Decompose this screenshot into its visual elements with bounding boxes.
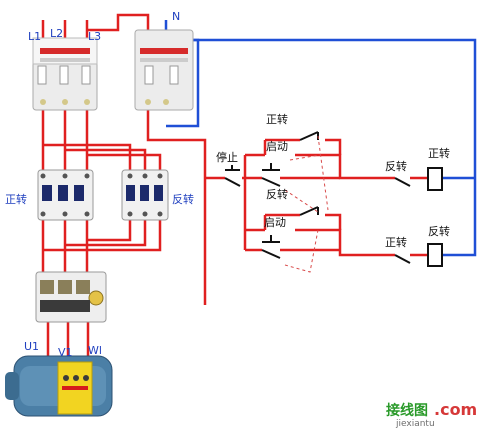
contactor-reverse [121, 169, 169, 221]
reverse-coil [427, 243, 443, 267]
label-start-top: 启动 [266, 140, 288, 153]
label-reverse-mid: 反转 [266, 187, 288, 201]
label-l2: L2 [50, 27, 63, 40]
two-pole-breaker [134, 29, 194, 111]
label-km-forward: 正转 [5, 192, 27, 206]
watermark-site-cn: 接线图 [386, 402, 428, 419]
label-u1: U1 [24, 340, 39, 353]
label-forward-top: 正转 [266, 112, 288, 126]
mechanical-links [284, 135, 329, 273]
label-l1: L1 [28, 30, 41, 43]
contactor-forward [37, 169, 94, 221]
watermark-site-en: jiexiantu [395, 419, 435, 429]
label-forward-interlock: 正转 [385, 235, 407, 249]
label-n: N [172, 10, 180, 23]
label-start-bottom: 启动 [264, 216, 286, 229]
label-km-reverse: 反转 [172, 192, 194, 206]
label-l3: L3 [88, 30, 101, 43]
red-feed-lines [41, 13, 428, 370]
label-reverse-interlock: 反转 [385, 159, 407, 173]
label-v1: V1 [58, 346, 73, 359]
forward-coil [427, 167, 443, 191]
coils [427, 167, 443, 267]
watermark-dot-com: .com [434, 400, 477, 419]
neutral-wires [164, 20, 477, 257]
label-stop: 停止 [216, 150, 238, 164]
three-pole-breaker [32, 37, 98, 111]
label-reverse-coil: 反转 [428, 224, 450, 238]
label-forward-coil: 正转 [428, 146, 450, 160]
overload-relay [35, 271, 107, 323]
watermark: 接线图 .com jiexiantu [386, 400, 477, 429]
control-contacts [224, 131, 411, 264]
motor [5, 355, 113, 417]
label-w1: Wl [88, 344, 102, 357]
